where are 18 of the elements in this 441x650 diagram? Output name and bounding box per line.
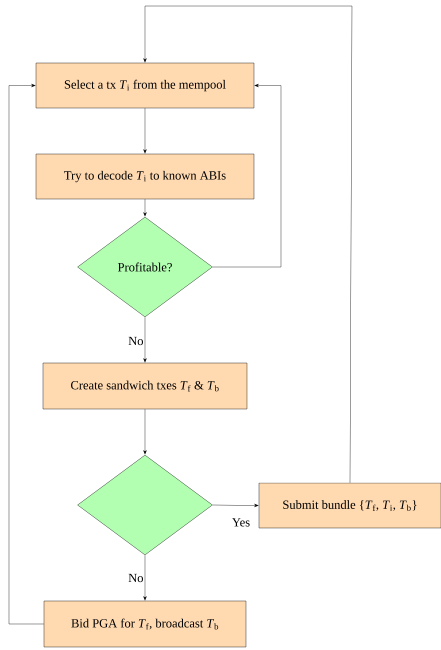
process-box: Submit bundle {T$_{f}$, T$_{i}$, T$_{b}$} — [258, 482, 441, 528]
arrow — [143, 409, 147, 454]
arrow — [212, 504, 258, 508]
decision-diamond — [77, 454, 213, 556]
edge-label: No — [128, 574, 143, 582]
arrow — [143, 6, 352, 483]
edge-label: No — [128, 336, 143, 346]
arrow — [143, 317, 147, 362]
edge-label: Yes — [232, 518, 250, 526]
arrow — [143, 108, 147, 154]
arrow — [8, 84, 44, 624]
process-box: Try to decode T$_{i}$ to known ABIs — [36, 154, 254, 200]
arrow — [143, 555, 147, 600]
arrow — [143, 199, 147, 216]
process-box: Bid PGA for T$_{f}$, broadcast T$_{b}$ — [44, 600, 246, 648]
process-box: Create sandwich txes T$_{f}$ & T$_{b}$ — [42, 362, 248, 410]
process-box: Select a tx T$_{i}$ from the mempool — [36, 62, 254, 108]
arrow — [212, 84, 282, 268]
